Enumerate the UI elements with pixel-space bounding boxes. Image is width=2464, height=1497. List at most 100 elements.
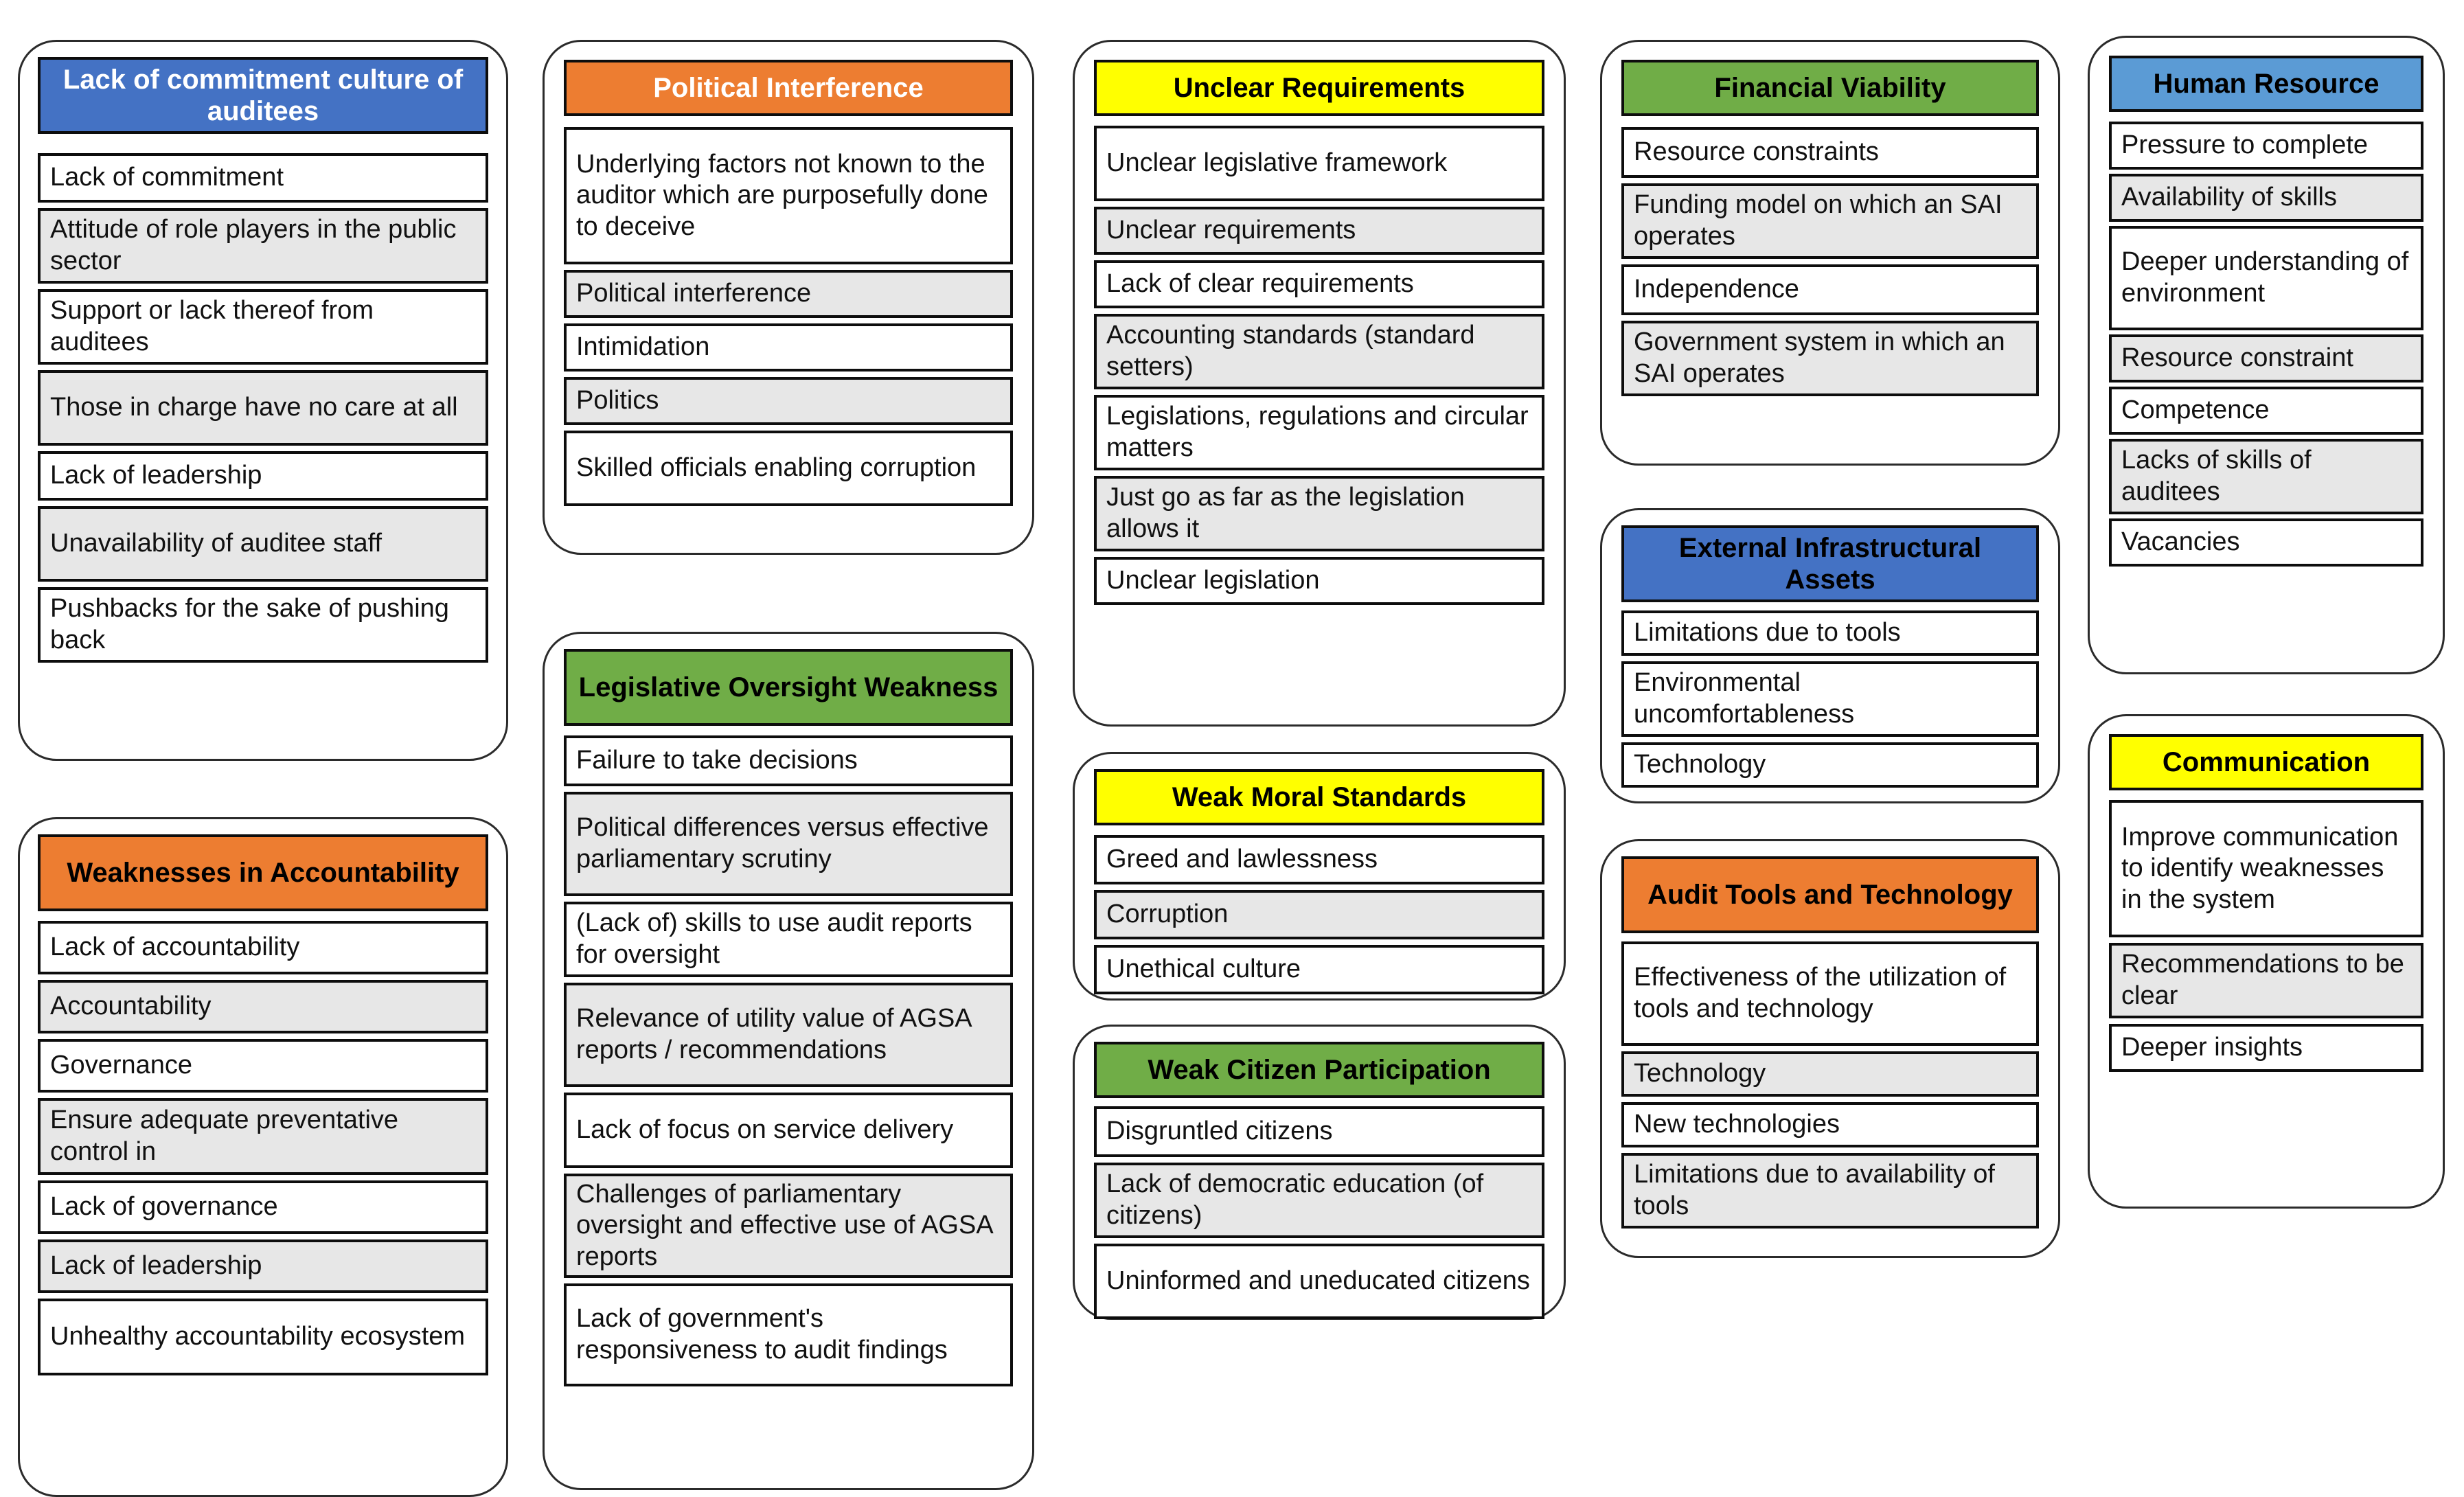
list-item: Lack of leadership [38,451,488,501]
group-political-interference-header-label: Political Interference [653,72,924,103]
group-weaknesses-in-accountability-header-label: Weaknesses in Accountability [67,857,459,888]
list-item-label: Attitude of role players in the public s… [50,215,457,275]
list-item-label: Those in charge have no care at all [50,393,458,422]
list-item-label: (Lack of) skills to use audit reports fo… [576,909,972,969]
group-political-interference-header: Political Interference [564,60,1013,116]
list-item: Those in charge have no care at all [38,370,488,446]
list-item: Challenges of parliamentary oversight an… [564,1174,1013,1278]
list-item: Political differences versus effective p… [564,792,1013,896]
list-item: Effectiveness of the utilization of tool… [1621,941,2039,1046]
list-item: New technologies [1621,1102,2039,1147]
list-item-label: Lack of focus on service delivery [576,1115,954,1145]
list-item: Corruption [1094,890,1544,939]
list-item: Technology [1621,742,2039,788]
list-item-label: Just go as far as the legislation allows… [1106,483,1465,543]
list-item-label: Limitations due to tools [1634,618,1901,648]
list-item-label: Technology [1634,1059,1766,1088]
list-item-label: Government system in which an SAI operat… [1634,328,2005,388]
list-item: Lack of clear requirements [1094,260,1544,308]
list-item: Failure to take decisions [564,735,1013,786]
list-item: (Lack of) skills to use audit reports fo… [564,902,1013,977]
list-item: Funding model on which an SAI operates [1621,183,2039,259]
list-item-label: Uninformed and uneducated citizens [1106,1266,1530,1296]
group-external-infrastructural-assets-header: External Infrastructural Assets [1621,525,2039,602]
list-item-label: Lack of clear requirements [1106,269,1414,299]
list-item: Unclear legislative framework [1094,126,1544,201]
list-item: Competence [2109,387,2423,435]
list-item-label: Lack of leadership [50,1251,262,1281]
group-weak-moral-standards-header-label: Weak Moral Standards [1172,781,1467,812]
group-audit-tools-and-technology-header: Audit Tools and Technology [1621,856,2039,933]
list-item: Lack of democratic education (of citizen… [1094,1163,1544,1238]
list-item: Skilled officials enabling corruption [564,431,1013,506]
list-item-label: Independence [1634,275,1799,304]
list-item: Lack of commitment [38,153,488,203]
list-item-label: New technologies [1634,1110,1840,1139]
list-item-label: Failure to take decisions [576,746,858,775]
group-weak-citizen-participation-header-label: Weak Citizen Participation [1148,1054,1491,1085]
list-item-label: Accounting standards (standard setters) [1106,321,1475,381]
list-item-label: Lack of leadership [50,461,262,490]
list-item: Ensure adequate preventative control in [38,1098,488,1175]
list-item: Politics [564,377,1013,425]
list-item-label: Deeper understanding of environment [2121,247,2409,308]
list-item: Accounting standards (standard setters) [1094,314,1544,389]
group-weaknesses-in-accountability-header: Weaknesses in Accountability [38,834,488,911]
list-item: Recommendations to be clear [2109,943,2423,1018]
list-item: Greed and lawlessness [1094,835,1544,884]
group-financial-viability-header-label: Financial Viability [1714,72,1946,103]
list-item: Lacks of skills of auditees [2109,439,2423,514]
list-item-label: Vacancies [2121,527,2240,557]
list-item-label: Lacks of skills of auditees [2121,446,2312,506]
group-human-resource-header-label: Human Resource [2153,68,2380,99]
list-item-label: Improve communication to identify weakne… [2121,822,2399,914]
list-item-label: Underlying factors not known to the audi… [576,149,988,241]
list-item-label: Unclear legislative framework [1106,148,1448,178]
list-item: Resource constraints [1621,127,2039,178]
list-item: Vacancies [2109,518,2423,567]
group-legislative-oversight-weakness-header: Legislative Oversight Weakness [564,649,1013,726]
list-item: Resource constraint [2109,334,2423,382]
list-item: Technology [1621,1051,2039,1097]
list-item: Independence [1621,264,2039,315]
list-item: Support or lack thereof from auditees [38,289,488,365]
list-item: Lack of governance [38,1180,488,1234]
list-item-label: Pressure to complete [2121,130,2369,160]
list-item-label: Governance [50,1051,193,1080]
list-item: Pressure to complete [2109,122,2423,170]
list-item-label: Availability of skills [2121,183,2337,212]
list-item: Intimidation [564,323,1013,372]
list-item-label: Lack of government's responsiveness to a… [576,1304,948,1364]
list-item-label: Political differences versus effective p… [576,813,989,873]
list-item: Lack of government's responsiveness to a… [564,1283,1013,1386]
list-item: Accountability [38,980,488,1033]
list-item-label: Unclear requirements [1106,216,1356,245]
list-item-label: Limitations due to availability of tools [1634,1160,1995,1220]
list-item: Unethical culture [1094,945,1544,994]
list-item-label: Challenges of parliamentary oversight an… [576,1179,992,1271]
list-item: Political interference [564,270,1013,318]
list-item-label: Skilled officials enabling corruption [576,453,977,483]
group-human-resource-header: Human Resource [2109,56,2423,112]
group-communication-header: Communication [2109,734,2423,790]
list-item-label: Ensure adequate preventative control in [50,1106,399,1166]
list-item: Just go as far as the legislation allows… [1094,476,1544,551]
list-item: Deeper understanding of environment [2109,226,2423,330]
list-item: Unavailability of auditee staff [38,506,488,582]
